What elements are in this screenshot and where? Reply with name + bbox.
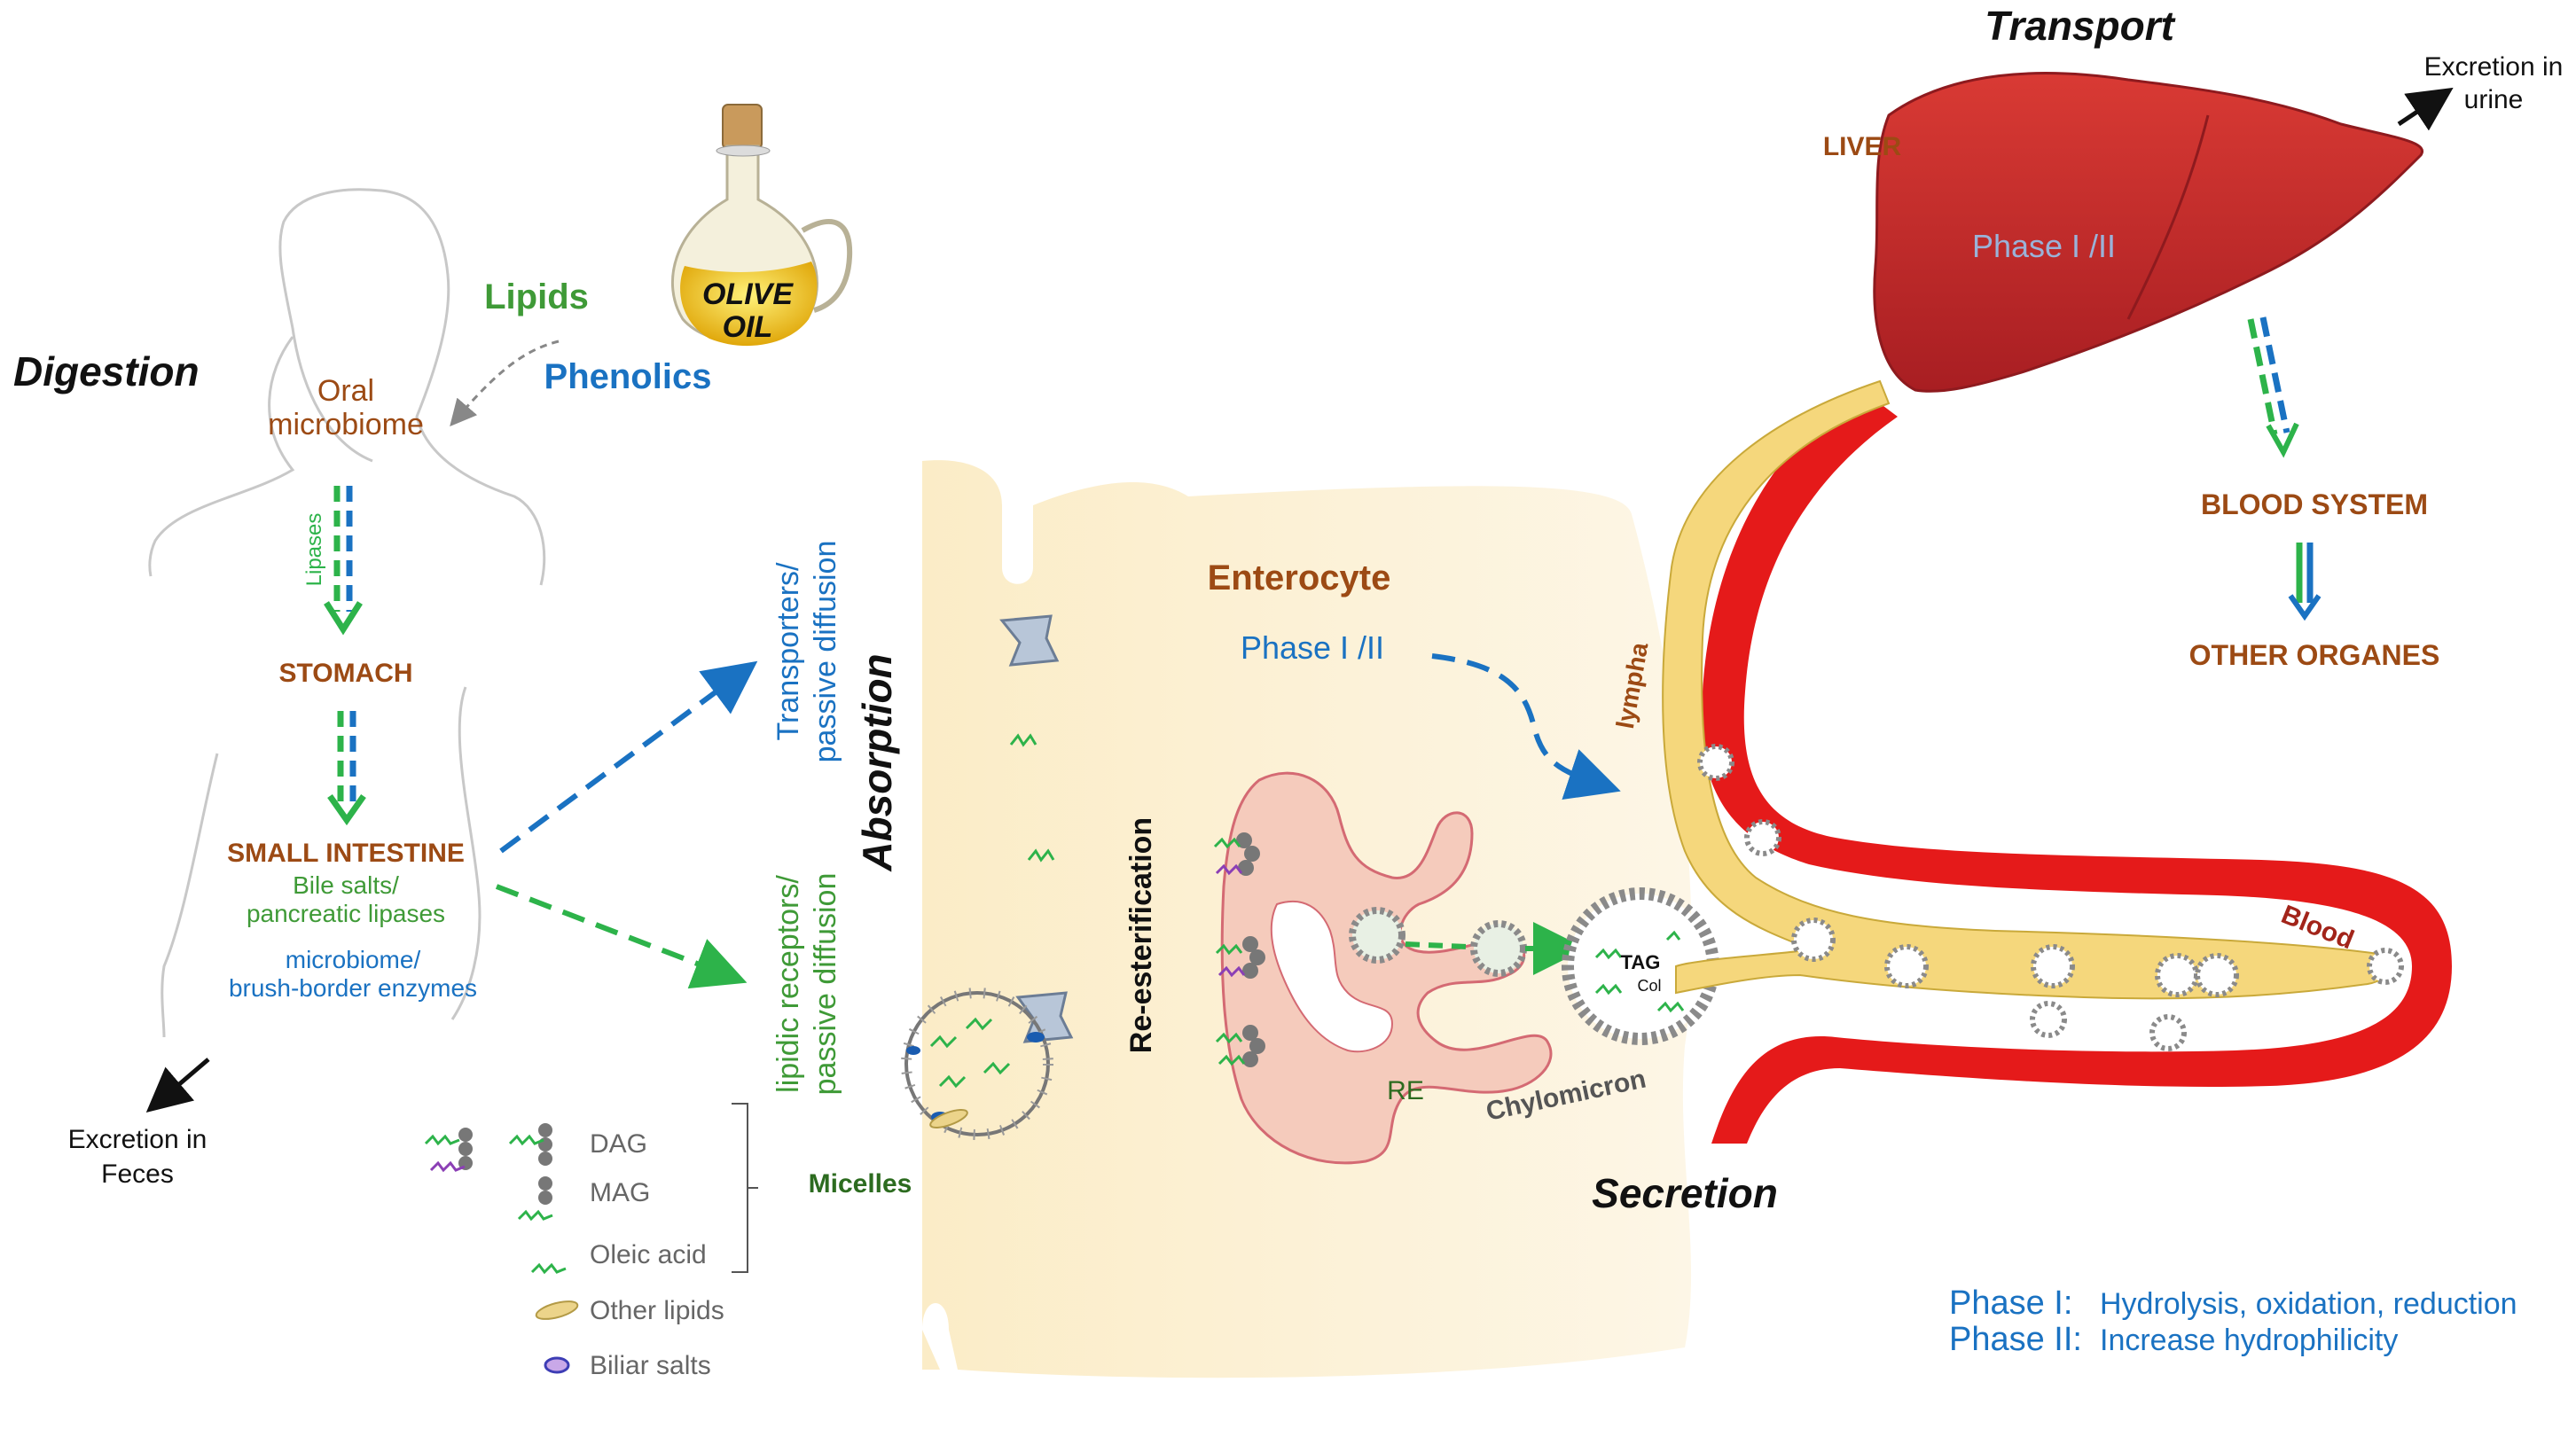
transporters-label-line1: Transporters/ [771, 562, 805, 740]
olive-oil-bottle-icon: OLIVE OIL [670, 104, 853, 347]
oral-label-line1: Oral [317, 374, 374, 408]
phase1-label: Phase I: [1949, 1285, 2072, 1322]
secretion-title: Secretion [1592, 1170, 1778, 1216]
oral-label-line2: microbiome [268, 408, 424, 441]
bile-label-line2: pancreatic lipases [247, 900, 445, 927]
liver-phase-label: Phase I /II [1972, 228, 2116, 264]
micelles-label: Micelles [809, 1169, 912, 1199]
other-organs-label: OTHER ORGANES [2189, 639, 2440, 671]
legend-dag-icon [424, 1123, 552, 1173]
bottle-label-line2: OIL [723, 310, 773, 344]
microvilli [887, 514, 922, 1312]
feces-label-line1: Excretion in [68, 1125, 207, 1154]
urine-arrow [2397, 87, 2454, 131]
col-label: Col [1637, 977, 1661, 995]
transporters-label-line2: passive diffusion [809, 541, 842, 763]
bottle-label-line1: OLIVE [702, 277, 794, 311]
feces-arrow [145, 1058, 210, 1113]
liver-label: LIVER [1823, 132, 1902, 161]
oleic-acid-icon [1027, 848, 1055, 863]
feces-label-line2: Feces [101, 1160, 174, 1189]
oleic-acid-icon [1009, 733, 1037, 747]
tag-label: TAG [1621, 951, 1661, 973]
transporter-icon [999, 614, 1060, 667]
lipoprotein-particles [1697, 744, 2404, 1051]
phase2-text: Increase hydrophilicity [2100, 1324, 2398, 1357]
mouth-to-stomach-arrow [324, 486, 363, 636]
legend-oleic-icon [530, 1262, 567, 1275]
legend-other-lipids-label: Other lipids [590, 1296, 724, 1325]
endoplasmic-reticulum [1220, 771, 1553, 1165]
enterocyte-title: Enterocyte [1208, 558, 1391, 597]
legend: DAG MAG Oleic acid Other lipids Biliar s… [424, 1103, 758, 1380]
lipidic-label-line1: lipidic receptors/ [771, 875, 805, 1093]
phase2-label: Phase II: [1949, 1321, 2082, 1358]
micelle-icon [901, 988, 1053, 1140]
lipases-label: Lipases [302, 513, 326, 587]
liver-lobe-line [2126, 114, 2210, 320]
tag-molecules [1213, 832, 1265, 1067]
legend-brace [732, 1103, 758, 1273]
human-silhouette [148, 188, 546, 1038]
reesterification-label: Re-esterification [1124, 817, 1158, 1053]
digestion-title: Digestion [13, 348, 200, 394]
stomach-label: STOMACH [278, 659, 412, 688]
blood-to-organs-arrow [2288, 543, 2322, 621]
chylomicron-icon: TAG Col [1562, 887, 1719, 1045]
phase-to-lymph-arrow [1431, 653, 1621, 800]
lipids-label: Lipids [484, 277, 589, 316]
phenolics-label: Phenolics [544, 357, 712, 396]
bile-label-line1: Bile salts/ [293, 871, 399, 899]
legend-other-lipids-icon [535, 1300, 579, 1320]
urine-label-line1: Excretion in [2424, 52, 2564, 82]
legend-mag-icon [517, 1176, 553, 1222]
lipoprotein-particle-icon [1349, 907, 1527, 977]
stomach-to-intestine-arrow [327, 711, 366, 826]
re-label: RE [1387, 1076, 1424, 1105]
microbiome-label-line2: brush-border enzymes [229, 974, 477, 1002]
er-to-chylomicron-arrow [1405, 944, 1565, 949]
lipids-transport-arrow [495, 884, 748, 989]
lipidic-label-line2: passive diffusion [809, 873, 842, 1096]
phenolics-transport-arrow [499, 660, 758, 854]
blood-vessel [1701, 390, 2452, 1144]
microbiome-label-line1: microbiome/ [286, 946, 421, 973]
enterocyte-phase-label: Phase I /II [1241, 629, 1384, 666]
liver-icon [1873, 72, 2423, 393]
liver-to-blood-arrow [2247, 316, 2299, 458]
phase1-text: Hydrolysis, oxidation, reduction [2100, 1287, 2517, 1321]
er-lumen [1270, 900, 1394, 1053]
lymph-vessel [1662, 379, 2391, 1000]
transport-title: Transport [1985, 3, 2176, 49]
legend-oleic-label: Oleic acid [590, 1240, 707, 1269]
legend-biliar-label: Biliar salts [590, 1351, 711, 1380]
urine-label-line2: urine [2464, 85, 2524, 114]
intake-arrow [450, 340, 560, 427]
blood-system-label: BLOOD SYSTEM [2201, 488, 2428, 520]
legend-biliar-icon [544, 1356, 570, 1374]
absorption-title: Absorption [854, 653, 900, 871]
legend-mag-label: MAG [590, 1178, 650, 1207]
small-intestine-label: SMALL INTESTINE [227, 839, 465, 868]
legend-dag-label: DAG [590, 1129, 647, 1159]
